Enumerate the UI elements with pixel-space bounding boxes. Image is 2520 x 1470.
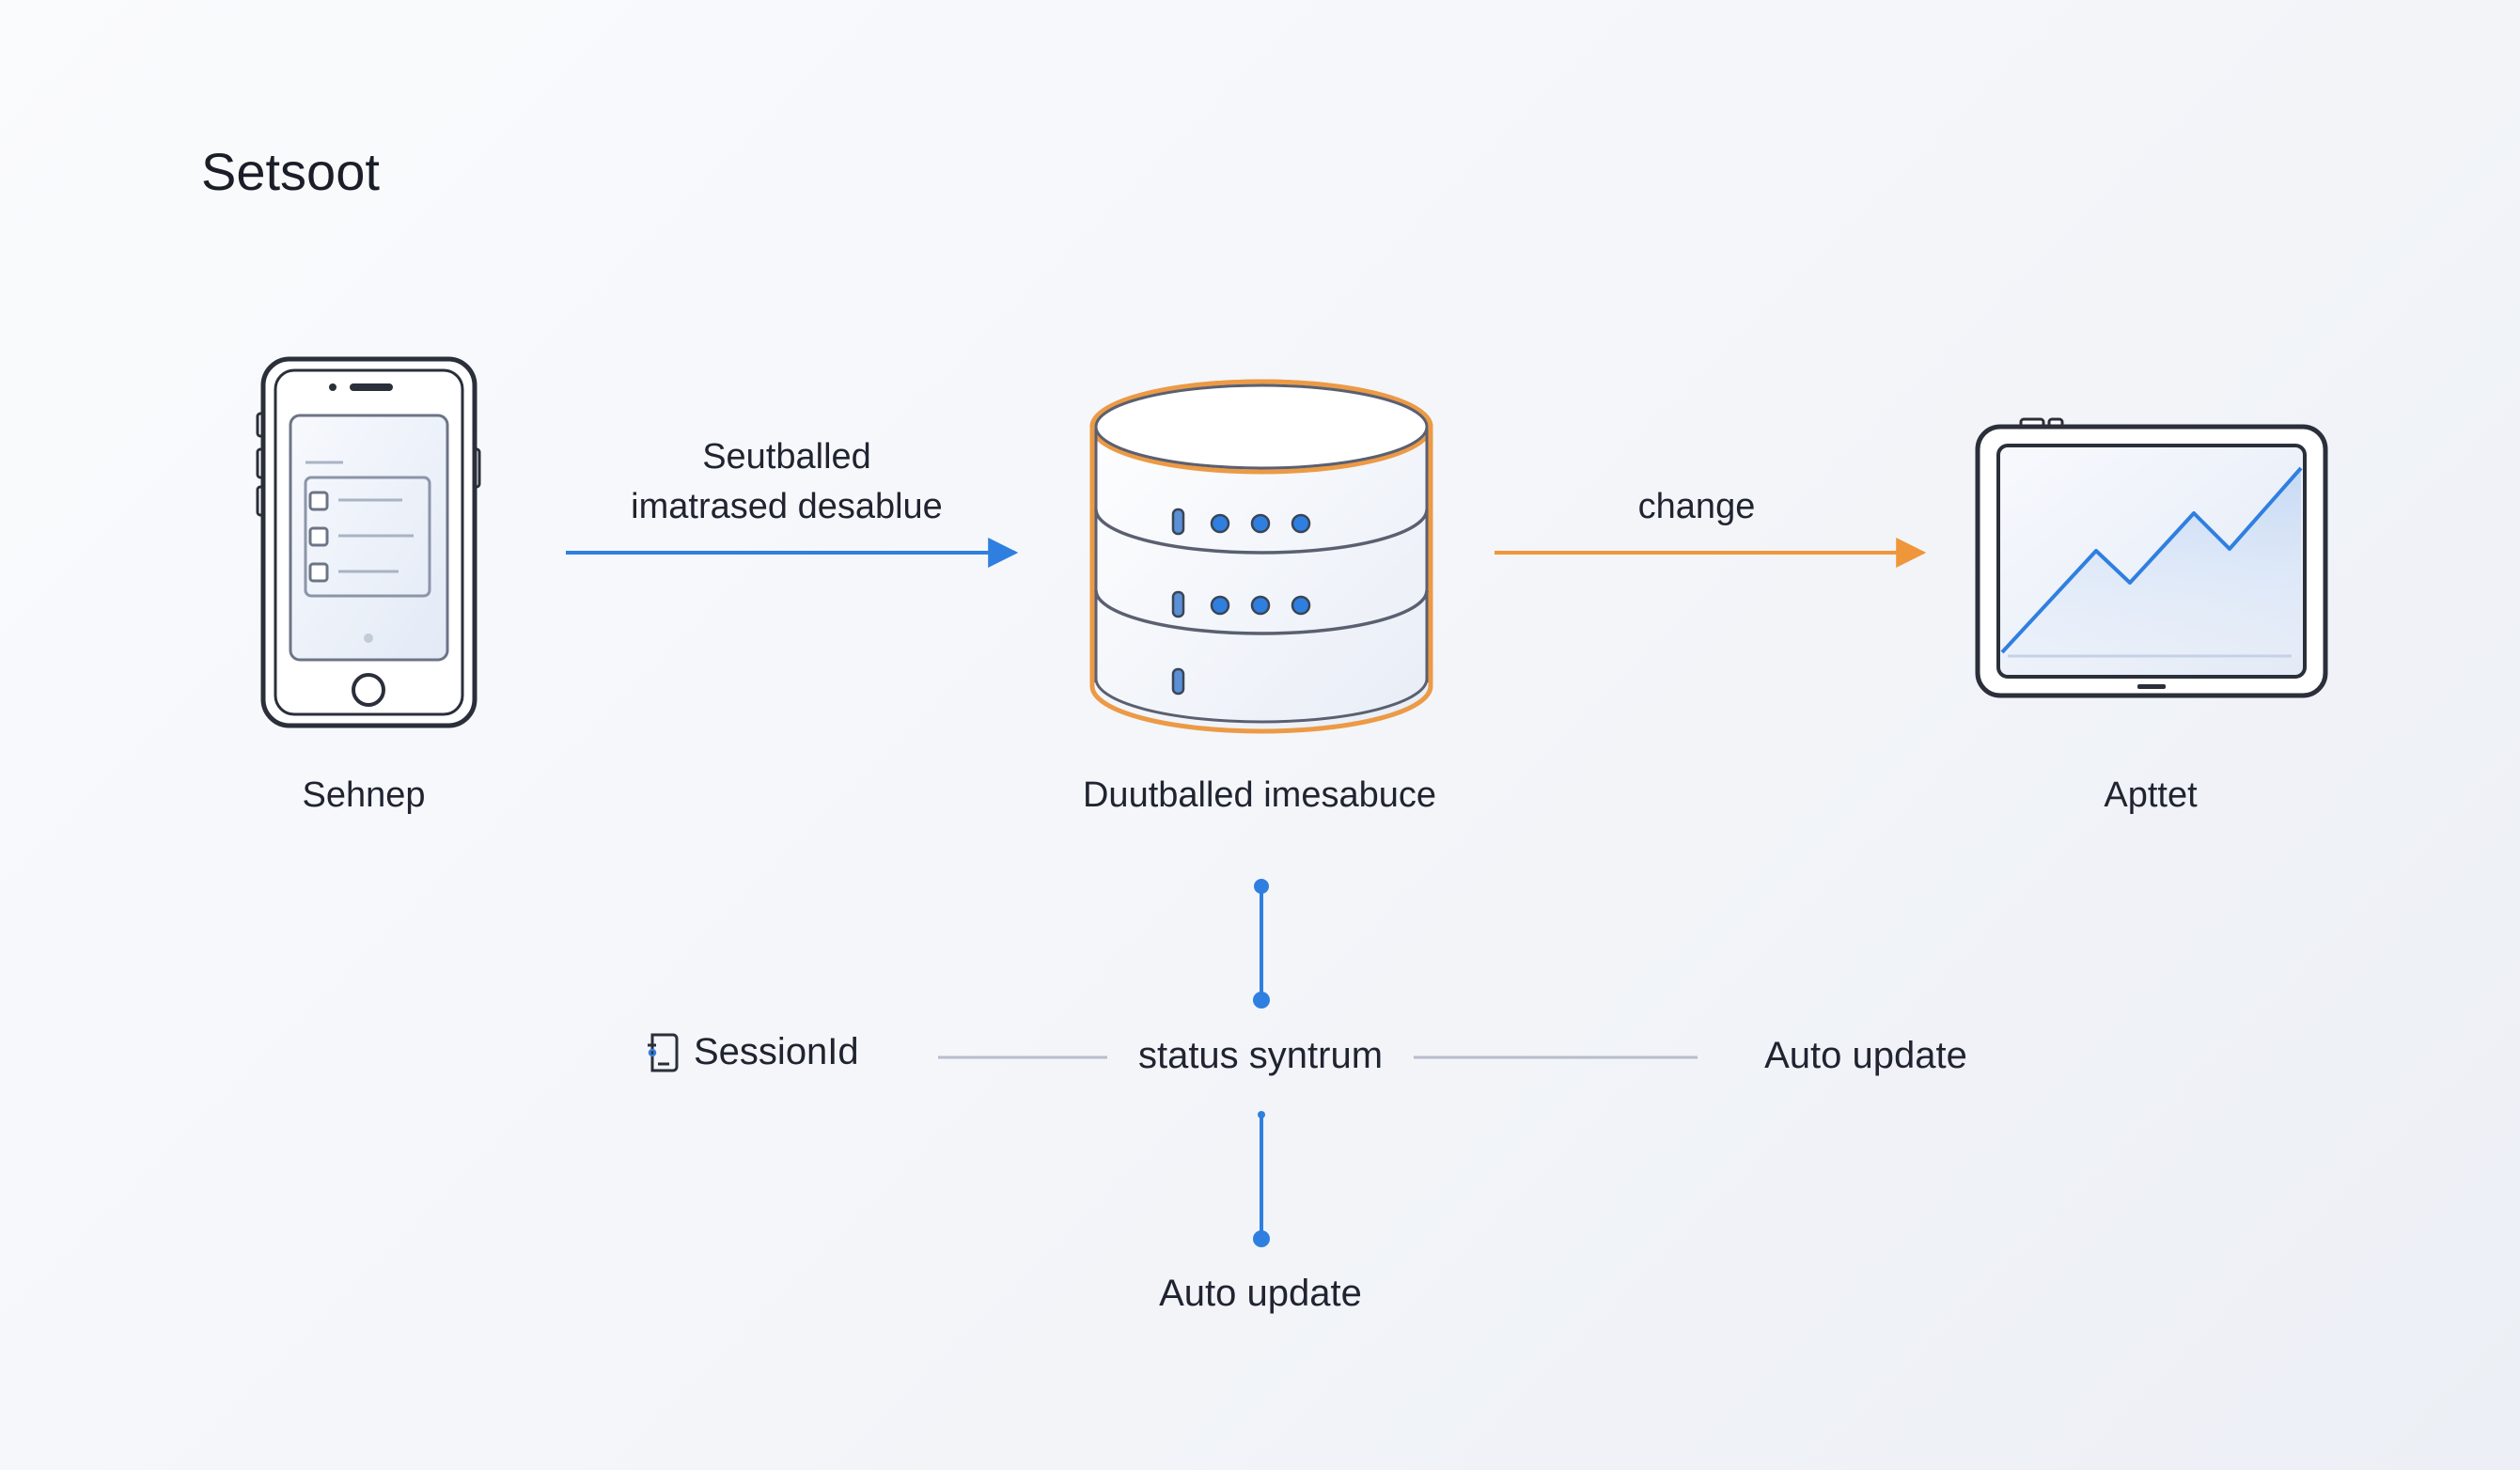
status-center-label: status syntrum [1137,1035,1384,1076]
arrow-label-line-1: Seutballed [702,437,871,477]
tablet-label: Apttet [2104,775,2198,815]
arrow-label-line-2: imatrased desablue [631,487,943,526]
status-right-label: Auto update [1764,1035,1967,1076]
document-icon [648,1033,679,1071]
tablet-chart-icon [1975,417,2328,698]
page-title: Setsoot [201,142,380,201]
status-bottom-label: Auto update [1159,1273,1362,1314]
session-id-label: SessionId [694,1031,859,1072]
session-id-item: SessionId [645,1031,859,1073]
database-icon [1089,379,1433,734]
status-connectors [938,879,1698,1247]
phone-label: Sehnep [302,775,426,815]
arrow-label-change: change [1637,487,1756,526]
database-label: Duutballed imesabuce [1082,775,1437,815]
smartphone-icon [256,356,481,728]
